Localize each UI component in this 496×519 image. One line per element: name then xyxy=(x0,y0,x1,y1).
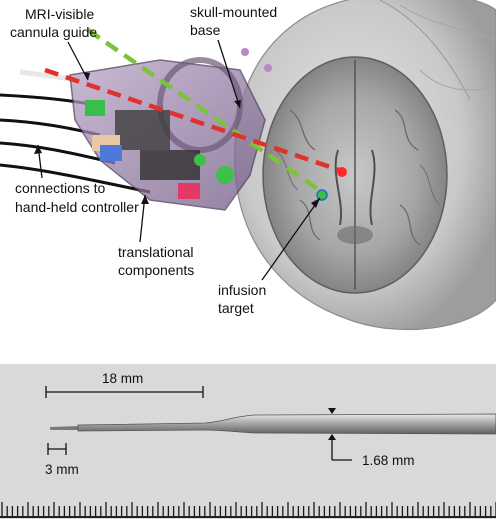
green-trajectory-line xyxy=(86,28,324,194)
panel-divider xyxy=(0,358,496,364)
label-18mm: 18 mm xyxy=(102,371,143,386)
label-translational: translational components xyxy=(118,244,197,278)
label-skull-base: skull-mounted base xyxy=(190,4,281,38)
red-trajectory-line xyxy=(44,67,346,175)
scale-bar-18mm xyxy=(45,386,204,398)
label-cannula-guide: MRI-visible cannula guide xyxy=(10,6,98,40)
blue-knob xyxy=(100,145,122,161)
diameter-leader xyxy=(331,440,352,461)
brain-mri-slice xyxy=(262,56,448,294)
green-knob-left xyxy=(85,100,105,116)
label-3mm: 3 mm xyxy=(45,462,79,477)
label-infusion-target: infusion target xyxy=(218,282,270,316)
diameter-arrow-top xyxy=(328,408,336,414)
ruler xyxy=(0,502,496,518)
device-illustration: MRI-visible cannula guide skull-mounted … xyxy=(0,0,496,331)
cannula-photo: 18 mm 1.68 mm 3 mm xyxy=(0,371,496,518)
device-illustration-panel: MRI-visible cannula guide skull-mounted … xyxy=(0,0,496,331)
red-target-marker xyxy=(337,167,347,177)
pink-knob xyxy=(178,183,200,199)
scale-bar-3mm xyxy=(47,443,67,455)
green-knob-right xyxy=(216,166,234,184)
arrow-infusion xyxy=(261,197,321,281)
diameter-arrow-bottom xyxy=(328,434,336,440)
cannula-photo-panel: 18 mm 1.68 mm 3 mm xyxy=(0,364,496,519)
infusion-target-marker xyxy=(316,189,328,201)
label-connections: connections to hand-held controller xyxy=(15,180,139,215)
arrow-skull-base xyxy=(217,39,241,109)
cannula xyxy=(50,413,496,435)
label-diameter: 1.68 mm xyxy=(362,453,415,468)
